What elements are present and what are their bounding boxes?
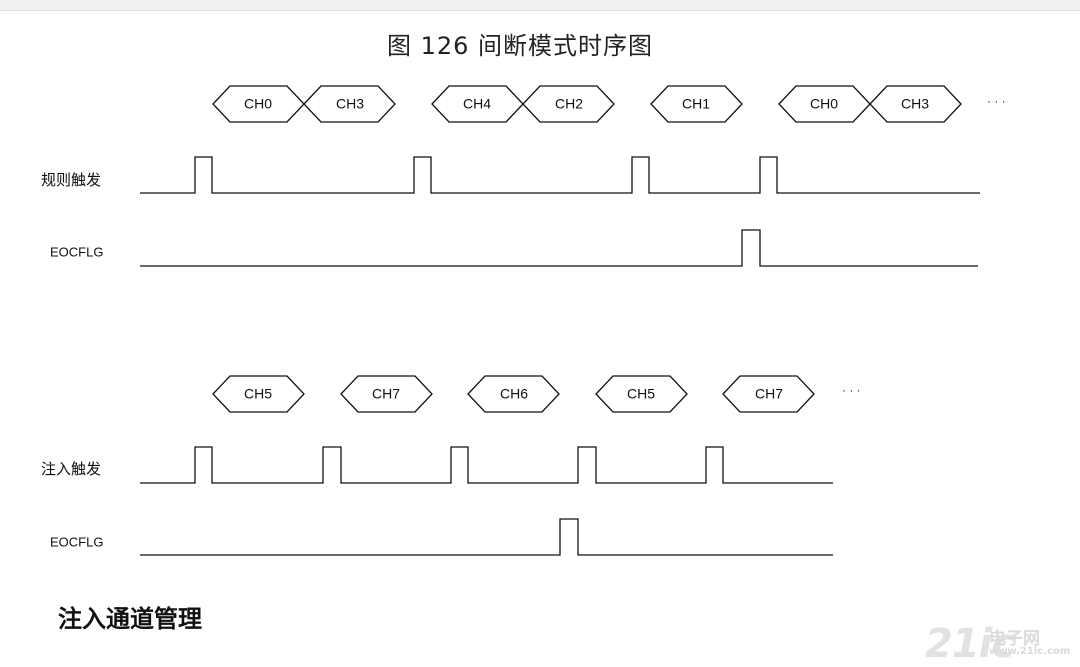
channel-label: CH7 [755,386,783,402]
channel-box-ch2 [522,85,615,123]
channel-box-ch1 [650,85,743,123]
injected-ellipsis: · · · [842,383,861,397]
injected-trigger-label: 注入触发 [41,461,101,478]
regular-eocflg-label: EOCFLG [50,244,103,259]
watermark-number: 21ic [925,621,1015,667]
channel-box-ch5 [212,375,305,413]
channel-label: CH3 [901,96,929,112]
channel-label: CH2 [555,96,583,112]
regular-eocflg-waveform [140,229,978,267]
channel-label: CH0 [244,96,272,112]
top-bar [0,0,1080,11]
channel-label: CH5 [627,386,655,402]
watermark-brand: 电子网 [989,629,1040,649]
regular-ellipsis: · · · [987,94,1006,108]
injected-trigger-waveform [140,446,833,484]
channel-box-ch6 [467,375,560,413]
channel-box-ch3 [869,85,962,123]
watermark-url: www.21ic.com [989,646,1071,657]
channel-box-ch5 [595,375,688,413]
section-heading: 注入通道管理 [58,605,202,633]
channel-label: CH4 [463,96,491,112]
channel-label: CH0 [810,96,838,112]
regular-trigger-label: 规则触发 [41,172,101,189]
channel-label: CH5 [244,386,272,402]
regular-trigger-waveform [140,156,980,194]
channel-box-ch7 [340,375,433,413]
channel-label: CH7 [372,386,400,402]
channel-box-ch7 [722,375,815,413]
injected-eocflg-label: EOCFLG [50,534,103,549]
channel-box-ch3 [303,85,396,123]
channel-label: CH1 [682,96,710,112]
figure-title: 图 126 间断模式时序图 [386,32,654,60]
channel-label: CH6 [500,386,528,402]
watermark-logo: 21ic 电子网 www.21ic.com [925,621,1075,667]
injected-eocflg-waveform [140,518,833,556]
channel-label: CH3 [336,96,364,112]
